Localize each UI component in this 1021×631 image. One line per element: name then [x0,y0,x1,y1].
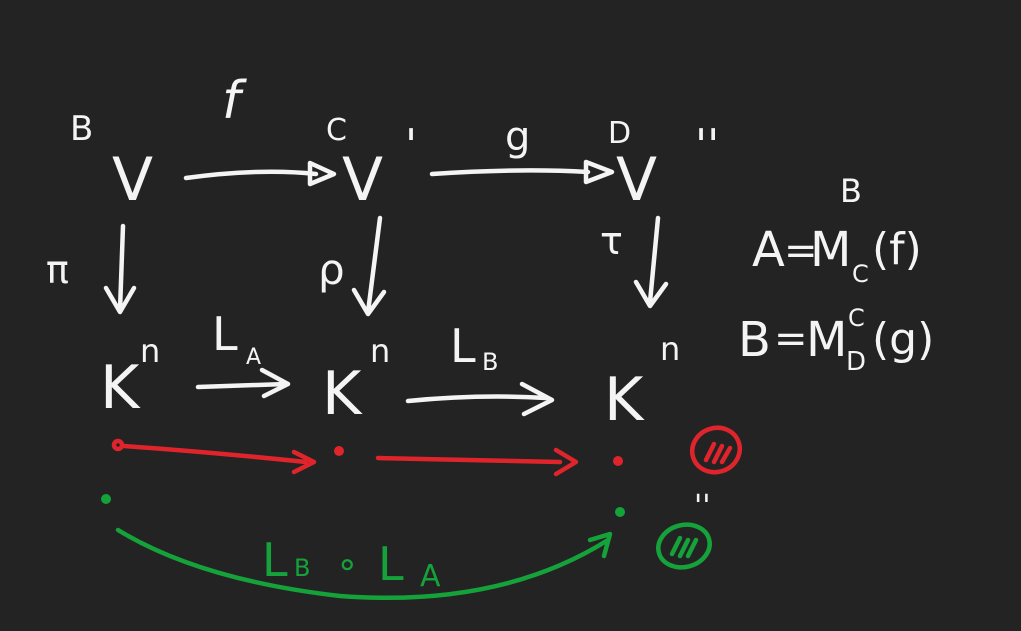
composite-l1: L [262,533,288,587]
eq-a-argument: (f) [872,224,922,275]
arrow-tau [633,215,669,309]
composite-op: ∘ [336,544,359,585]
space-kn-3: K [604,365,645,435]
green-result-circle [656,522,712,570]
eq-a-equals: = [784,228,818,274]
eq-b-superscript: C [848,304,865,332]
arrow-pi [103,223,137,315]
green-composite-path: L B ∘ L A [101,494,712,600]
kn-1-exponent: n [140,332,160,370]
map-label-la-sub: A [246,345,261,370]
basis-c-label: C [326,113,347,148]
v-prime-mark: ' [405,120,417,171]
arrow-rho [351,215,387,317]
composite-sub1: B [294,554,310,582]
red-dot-end [613,456,623,466]
eq-b-matrix: M [806,312,847,368]
equation-a: A = M B C (f) [752,172,922,288]
space-kn-1: K [100,353,141,423]
arrow-la [195,367,291,399]
eq-b-equals: = [774,316,808,362]
eq-b-argument: (g) [872,314,934,365]
arrow-f [183,160,337,187]
map-label-lb: L [450,319,476,373]
red-dot-start [111,438,125,452]
vector-space-v-double-prime: V [616,145,657,215]
green-dot-start [101,494,111,504]
eq-a-superscript: B [840,172,862,210]
space-kn-2: K [322,359,363,429]
arrow-g [429,159,615,185]
vector-space-v: V [112,145,153,215]
red-dot-middle [334,446,344,456]
eq-b-subscript: D [846,347,866,377]
kn-2-exponent: n [370,332,390,370]
kn-3-exponent: n [660,330,680,368]
map-label-pi: π [46,248,69,292]
map-label-la: L [212,307,238,361]
eq-a-matrix: M [810,222,851,278]
composite-sub2: A [420,559,441,594]
ditto-mark: '' [694,489,711,524]
vector-space-v-prime: V [342,145,383,215]
basis-d-label: D [608,116,631,151]
map-label-f: f [222,71,247,131]
basis-b-label: B [70,109,93,149]
red-stepwise-path [111,425,743,477]
equation-b: B = M C D (g) [738,304,934,377]
green-dot-end [615,507,625,517]
eq-a-subscript: C [852,260,869,288]
map-label-lb-sub: B [482,348,498,376]
map-label-g: g [505,114,530,160]
eq-a-lhs: A [752,222,785,278]
composite-l2: L [378,537,404,591]
map-label-rho: ρ [318,245,345,294]
red-result-circle [689,425,743,475]
v-double-prime-mark: '' [695,120,719,171]
eq-b-lhs: B [738,312,771,368]
arrow-lb [405,381,555,417]
map-label-tau: τ [600,219,623,263]
